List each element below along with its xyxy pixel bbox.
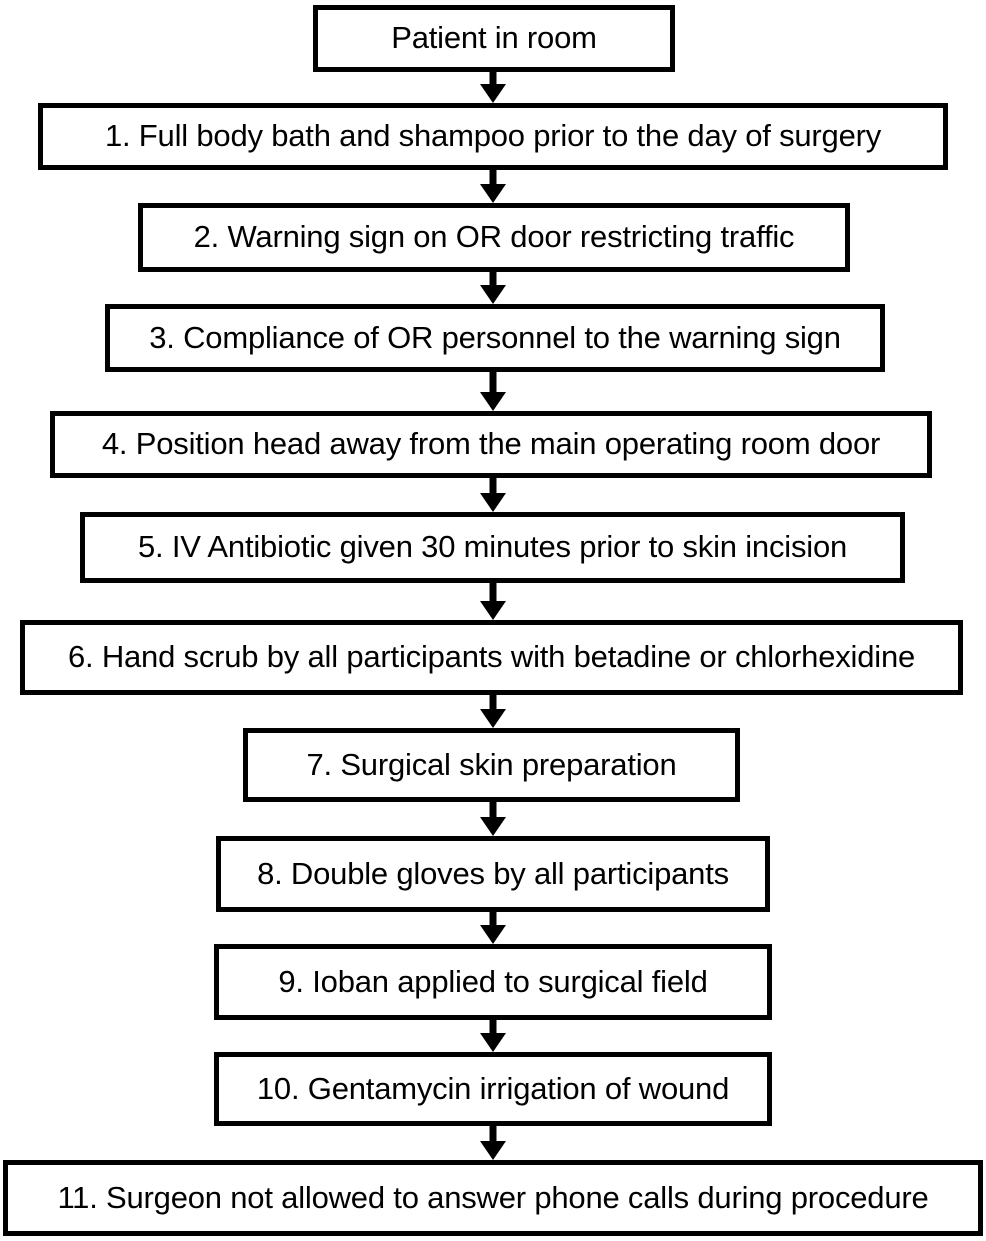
arrow-stem xyxy=(489,170,497,186)
arrow-down-icon xyxy=(480,709,506,728)
node-step-7[interactable]: 7. Surgical skin preparation xyxy=(243,728,740,802)
flow-arrow xyxy=(480,802,506,836)
arrow-down-icon xyxy=(480,817,506,836)
arrow-stem xyxy=(489,802,497,819)
node-step-10-label: 10. Gentamycin irrigation of wound xyxy=(256,1070,730,1106)
node-step-9-label: 9. Ioban applied to surgical field xyxy=(278,963,708,999)
node-step-11[interactable]: 11. Surgeon not allowed to answer phone … xyxy=(3,1160,983,1236)
flow-arrow xyxy=(480,72,506,103)
node-step-1-label: 1. Full body bath and shampoo prior to t… xyxy=(104,118,882,154)
arrow-stem xyxy=(489,478,497,495)
flow-arrow xyxy=(480,1126,506,1160)
node-step-2[interactable]: 2. Warning sign on OR door restricting t… xyxy=(138,203,850,272)
arrow-stem xyxy=(489,372,497,394)
arrow-down-icon xyxy=(480,601,506,620)
node-step-8[interactable]: 8. Double gloves by all participants xyxy=(216,836,770,912)
node-step-9[interactable]: 9. Ioban applied to surgical field xyxy=(214,944,772,1020)
node-step-4[interactable]: 4. Position head away from the main oper… xyxy=(50,411,932,478)
node-step-6-label: 6. Hand scrub by all participants with b… xyxy=(67,639,916,675)
node-step-3-label: 3. Compliance of OR personnel to the war… xyxy=(149,319,841,355)
arrow-stem xyxy=(489,272,497,287)
arrow-down-icon xyxy=(480,493,506,512)
arrow-stem xyxy=(489,72,497,86)
node-step-3[interactable]: 3. Compliance of OR personnel to the war… xyxy=(105,304,885,372)
arrow-stem xyxy=(489,583,497,603)
flow-arrow xyxy=(480,272,506,304)
flow-arrow xyxy=(480,583,506,620)
node-step-2-label: 2. Warning sign on OR door restricting t… xyxy=(193,219,795,255)
arrow-stem xyxy=(489,912,497,927)
node-step-5-label: 5. IV Antibiotic given 30 minutes prior … xyxy=(137,529,848,565)
arrow-stem xyxy=(489,695,497,711)
flow-arrow xyxy=(480,1020,506,1052)
node-step-6[interactable]: 6. Hand scrub by all participants with b… xyxy=(20,620,963,695)
arrow-down-icon xyxy=(480,925,506,944)
flow-arrow xyxy=(480,478,506,512)
node-start[interactable]: Patient in room xyxy=(313,5,675,72)
arrow-stem xyxy=(489,1020,497,1035)
node-step-1[interactable]: 1. Full body bath and shampoo prior to t… xyxy=(38,103,948,170)
arrow-down-icon xyxy=(480,392,506,411)
arrow-down-icon xyxy=(480,184,506,203)
node-start-label: Patient in room xyxy=(391,20,597,56)
arrow-down-icon xyxy=(480,84,506,103)
node-step-11-label: 11. Surgeon not allowed to answer phone … xyxy=(57,1179,929,1215)
arrow-stem xyxy=(489,1126,497,1143)
node-step-4-label: 4. Position head away from the main oper… xyxy=(101,426,881,462)
node-step-7-label: 7. Surgical skin preparation xyxy=(306,746,677,782)
node-step-5[interactable]: 5. IV Antibiotic given 30 minutes prior … xyxy=(80,512,905,583)
node-step-10[interactable]: 10. Gentamycin irrigation of wound xyxy=(214,1052,772,1126)
arrow-down-icon xyxy=(480,1033,506,1052)
flow-arrow xyxy=(480,372,506,411)
arrow-down-icon xyxy=(480,1141,506,1160)
flow-arrow xyxy=(480,912,506,944)
flow-arrow xyxy=(480,695,506,728)
node-step-8-label: 8. Double gloves by all participants xyxy=(257,855,729,891)
arrow-down-icon xyxy=(480,285,506,304)
flow-arrow xyxy=(480,170,506,203)
